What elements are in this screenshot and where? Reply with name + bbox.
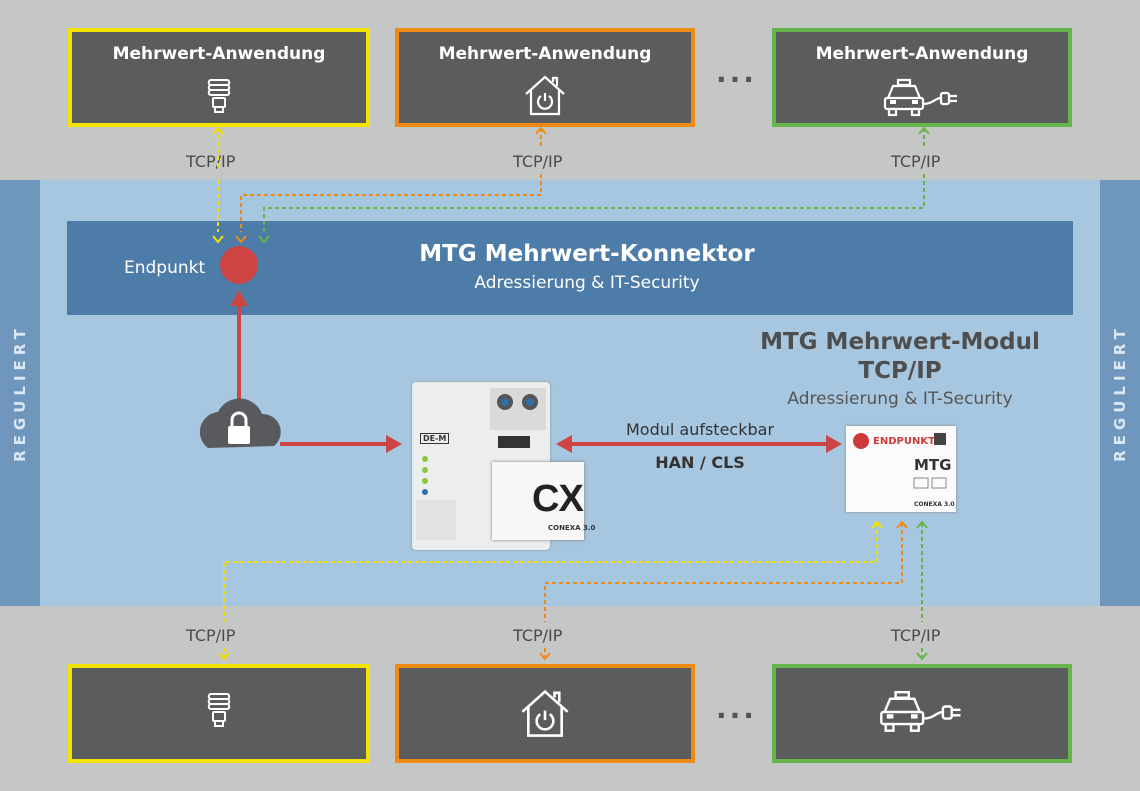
link-yellow-bottom — [223, 523, 878, 657]
module-subtitle: Adressierung & IT-Security — [787, 389, 1013, 409]
module-endpoint-label: ENDPUNKT — [873, 436, 935, 447]
link-protocol: HAN / CLS — [655, 453, 745, 472]
app-box-smart-home-top[interactable]: Mehrwert-Anwendung — [395, 28, 695, 127]
endpoint-label: Endpunkt — [124, 258, 206, 278]
link-orange-bottom — [544, 523, 903, 657]
module-device-brand: CONEXA 3.0 — [914, 501, 955, 508]
module-title-line1: MTG Mehrwert-Modul — [760, 329, 1040, 355]
smart-home-icon — [517, 688, 573, 742]
smart-home-icon — [522, 74, 568, 120]
app-box-emobility-top[interactable]: Mehrwert-Anwendung — [772, 28, 1072, 127]
meter-label-card — [492, 462, 584, 540]
regulated-sidebar-right: REGULIERT — [1100, 180, 1140, 606]
app-title: Mehrwert-Anwendung — [438, 44, 652, 64]
connector-subtitle: Adressierung & IT-Security — [474, 273, 700, 293]
app-box-lighting-bottom[interactable] — [68, 664, 370, 763]
meter-brand-label: CONEXA 3.0 — [548, 524, 596, 532]
tcpip-label-top-green: TCP/IP — [891, 152, 941, 171]
app-box-smart-home-bottom[interactable] — [395, 664, 695, 763]
module-title-line2: TCP/IP — [858, 358, 942, 384]
link-green-top — [263, 128, 925, 232]
app-title: Mehrwert-Anwendung — [112, 44, 326, 64]
link-orange-top — [240, 128, 542, 232]
regulated-sidebar-left: REGULIERT — [0, 180, 40, 606]
electric-car-icon — [882, 78, 962, 122]
tcpip-label-top-orange: TCP/IP — [513, 152, 563, 171]
tcpip-label-bottom-orange: TCP/IP — [513, 626, 563, 645]
module-device-label: MTG — [914, 456, 952, 474]
lightbulb-icon — [205, 76, 233, 120]
app-box-emobility-bottom[interactable] — [772, 664, 1072, 763]
module-title: MTG Mehrwert-Modul TCP/IP — [740, 328, 1060, 386]
link-label: Modul aufsteckbar — [625, 420, 775, 439]
tcpip-label-bottom-yellow: TCP/IP — [186, 626, 236, 645]
ellipsis-bottom: ... — [716, 692, 757, 725]
app-title: Mehrwert-Anwendung — [815, 44, 1029, 64]
tcpip-label-top-yellow: TCP/IP — [186, 152, 236, 171]
endpoint-marker — [220, 246, 258, 284]
ellipsis-top: ... — [716, 56, 757, 89]
module-endpoint-marker — [853, 433, 869, 449]
cloud-lock-icon — [199, 398, 281, 448]
connector-title: MTG Mehrwert-Konnektor — [419, 241, 755, 267]
app-box-lighting-top[interactable]: Mehrwert-Anwendung — [68, 28, 370, 127]
lightbulb-icon — [205, 690, 233, 734]
electric-car-icon — [877, 690, 967, 738]
meter-logo: DE-M — [420, 433, 450, 444]
tcpip-label-bottom-green: TCP/IP — [891, 626, 941, 645]
meter-cx-label: CX — [532, 478, 584, 520]
